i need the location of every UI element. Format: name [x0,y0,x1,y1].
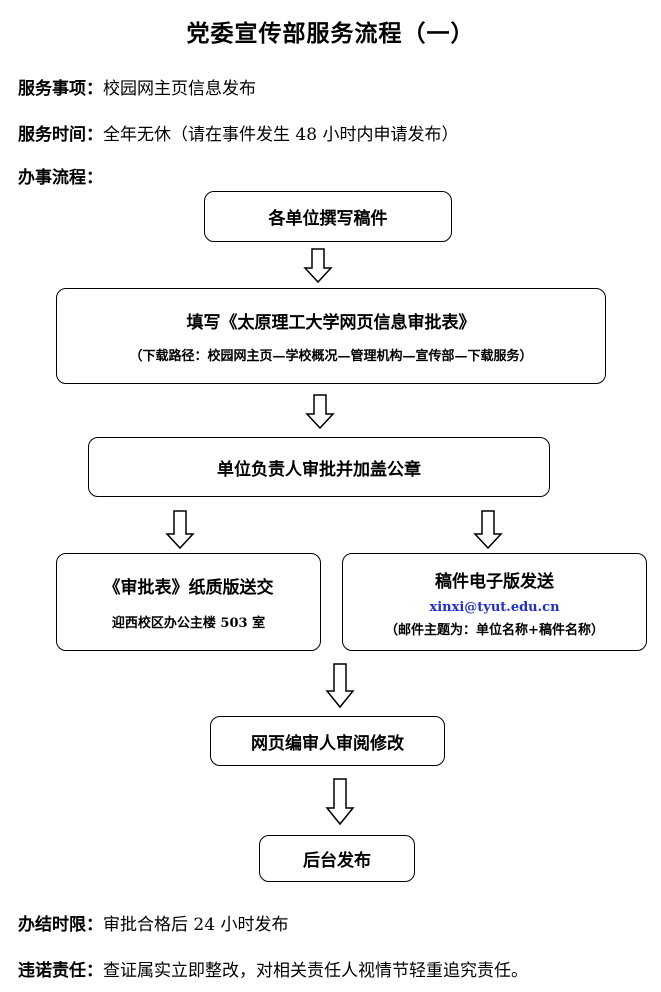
step-write-draft-label: 各单位撰写稿件 [268,209,388,229]
down-arrow-icon [325,778,355,826]
page-title: 党委宣传部服务流程（一） [186,20,475,47]
process-label: 办事流程： [18,168,103,188]
service-item-value: 校园网主页信息发布 [103,79,256,99]
liability-line: 违诺责任：查证属实立即整改，对相关责任人视情节轻重追究责任。 [18,956,528,981]
step-fill-form-title: 填写《太原理工大学网页信息审批表》 [186,313,476,333]
step-electronic-submission: 稿件电子版发送 xinxi@tyut.edu.cn （邮件主题为：单位名称+稿件… [342,553,647,651]
service-time-value: 全年无休（请在事件发生 48 小时内申请发布） [103,125,459,145]
service-item-label: 服务事项： [18,79,103,99]
service-item-line: 服务事项：校园网主页信息发布 [18,74,256,99]
submission-email: xinxi@tyut.edu.cn [429,599,560,615]
step-approve-seal-label: 单位负责人审批并加盖公章 [217,459,421,480]
step-editor-review: 网页编审人审阅修改 [210,716,445,766]
liability-value: 查证属实立即整改，对相关责任人视情节轻重追究责任。 [103,961,528,981]
service-time-label: 服务时间： [18,125,103,145]
step-editor-review-label: 网页编审人审阅修改 [251,733,404,754]
step-paper-submission-title: 《审批表》纸质版送交 [103,578,274,598]
down-arrow-icon [303,248,333,284]
step-electronic-submission-note: （邮件主题为：单位名称+稿件名称） [385,622,604,638]
service-time-line: 服务时间：全年无休（请在事件发生 48 小时内申请发布） [18,120,458,145]
step-fill-form-note: （下载路径：校园网主页—学校概况—管理机构—宣传部—下载服务） [129,349,533,364]
step-publish: 后台发布 [259,835,415,882]
down-arrow-icon [165,510,195,550]
step-electronic-submission-title: 稿件电子版发送 [435,571,554,592]
deadline-value: 审批合格后 24 小时发布 [103,915,289,935]
step-paper-submission: 《审批表》纸质版送交 迎西校区办公主楼 503 室 [56,553,321,651]
step-publish-label: 后台发布 [303,851,371,871]
down-arrow-icon [325,663,355,709]
step-fill-form: 填写《太原理工大学网页信息审批表》 （下载路径：校园网主页—学校概况—管理机构—… [56,288,606,384]
down-arrow-icon [305,394,335,430]
step-paper-submission-location: 迎西校区办公主楼 503 室 [111,616,266,631]
liability-label: 违诺责任： [18,961,103,981]
process-heading: 办事流程： [18,163,103,188]
deadline-label: 办结时限： [18,915,103,935]
step-approve-seal: 单位负责人审批并加盖公章 [88,437,550,497]
step-write-draft: 各单位撰写稿件 [204,191,452,242]
deadline-line: 办结时限：审批合格后 24 小时发布 [18,910,288,935]
down-arrow-icon [473,510,503,550]
